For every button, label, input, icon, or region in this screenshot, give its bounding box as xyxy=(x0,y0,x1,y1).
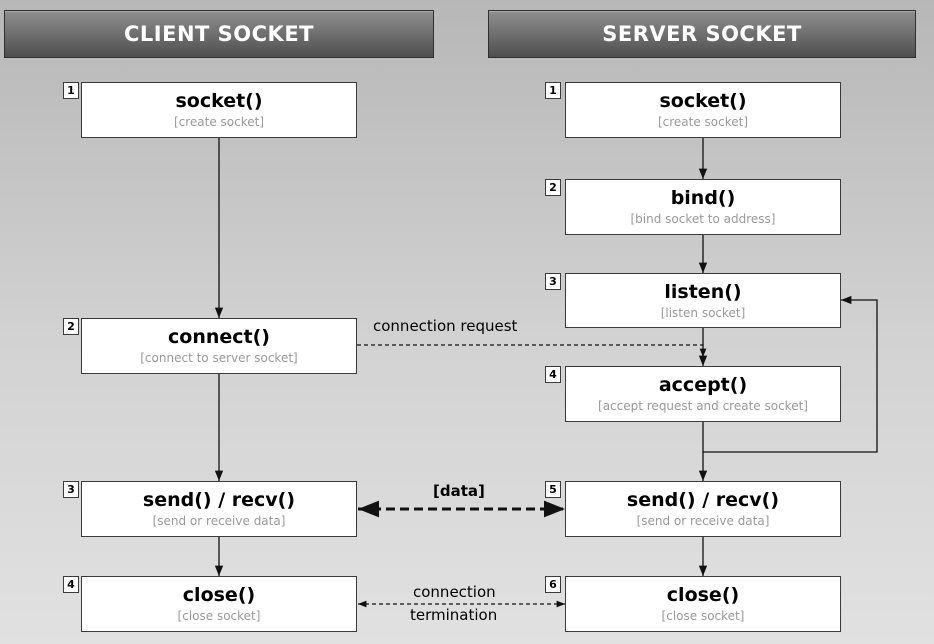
server-step-listen-box: listen() [listen socket] xyxy=(565,273,841,328)
server-step-desc: [accept request and create socket] xyxy=(598,399,808,413)
server-socket-header: SERVER SOCKET xyxy=(488,10,916,58)
client-step-desc: [connect to server socket] xyxy=(140,351,298,365)
connection-request-arrow xyxy=(357,344,707,357)
data-label: [data] xyxy=(433,482,485,500)
server-step-bind-box: bind() [bind socket to address] xyxy=(565,179,841,235)
server-step-func: bind() xyxy=(670,187,736,209)
server-step-number: 4 xyxy=(545,366,561,383)
server-step-accept-box: accept() [accept request and create sock… xyxy=(565,366,841,422)
termination-label-line2: termination xyxy=(410,606,498,624)
server-step-func: socket() xyxy=(659,90,747,112)
termination-label-line1: connection xyxy=(413,583,496,601)
client-step-desc: [close socket] xyxy=(177,609,261,623)
server-step-desc: [close socket] xyxy=(661,609,745,623)
client-step-desc: [create socket] xyxy=(173,115,265,129)
connection-request-label: connection request xyxy=(373,317,518,335)
server-step-desc: [bind socket to address] xyxy=(630,212,776,226)
client-step-func: connect() xyxy=(168,326,270,348)
server-step-close-box: close() [close socket] xyxy=(565,576,841,632)
client-step-number: 2 xyxy=(63,318,79,335)
client-step-send-recv-box: send() / recv() [send or receive data] xyxy=(81,481,357,537)
server-loop-back-arrow xyxy=(703,295,878,453)
server-step-func: send() / recv() xyxy=(626,489,780,511)
server-step-number: 6 xyxy=(545,576,561,593)
client-step-number: 4 xyxy=(63,576,79,593)
client-socket-header: CLIENT SOCKET xyxy=(4,10,434,58)
server-step-number: 5 xyxy=(545,481,561,498)
server-step-func: close() xyxy=(666,584,740,606)
client-step-func: close() xyxy=(182,584,256,606)
client-step-close-box: close() [close socket] xyxy=(81,576,357,632)
client-socket-title: CLIENT SOCKET xyxy=(124,22,314,46)
server-step-desc: [create socket] xyxy=(657,115,749,129)
server-step-desc: [listen socket] xyxy=(660,305,746,320)
server-step-func: listen() xyxy=(664,280,742,303)
server-step-number: 1 xyxy=(545,82,561,99)
server-step-number: 2 xyxy=(545,179,561,196)
server-step-number: 3 xyxy=(545,273,561,290)
client-step-number: 1 xyxy=(63,82,79,99)
server-step-func: accept() xyxy=(658,374,748,396)
server-step-socket-box: socket() [create socket] xyxy=(565,82,841,138)
client-step-func: send() / recv() xyxy=(142,489,296,511)
client-step-connect-box: connect() [connect to server socket] xyxy=(81,318,357,374)
server-socket-title: SERVER SOCKET xyxy=(602,22,802,46)
server-step-desc: [send or receive data] xyxy=(636,514,770,528)
server-step-send-recv-box: send() / recv() [send or receive data] xyxy=(565,481,841,537)
client-step-number: 3 xyxy=(63,481,79,498)
client-step-desc: [send or receive data] xyxy=(152,514,286,528)
client-step-func: socket() xyxy=(175,90,263,112)
client-step-socket-box: socket() [create socket] xyxy=(81,82,357,138)
